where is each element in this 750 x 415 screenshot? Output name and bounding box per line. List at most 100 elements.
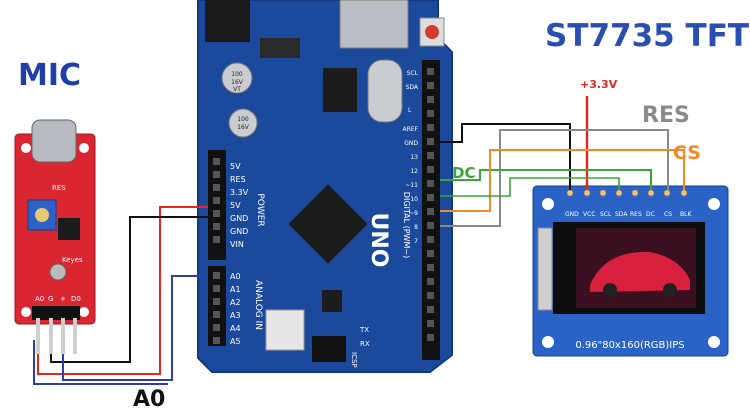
mic-pin-plus [61,318,65,354]
capacitor-2 [228,108,258,138]
analog-title: ANALOG IN [253,280,263,330]
pin-gnd-2: GND [230,227,248,236]
pin-gnd-1: GND [230,214,248,223]
tft-hole-1 [542,198,554,210]
pin-7: 7 [414,238,418,245]
mic-title: MIC [18,58,82,93]
cs-label: CS [673,142,701,164]
tft-caption: 0.96"80x160(RGB)IPS [575,340,684,351]
mount-hole-3 [21,307,31,317]
arduino-uno-board: 100 16V VT 100 16V [197,0,453,373]
reset-button [425,25,439,39]
mic-label-plus: + [60,295,66,303]
tft-pin-scl: SCL [600,211,612,218]
tft-pin-res: RES [630,211,642,218]
tft-hole-3 [542,336,554,348]
dc-label: DC [452,164,476,182]
capacitor-1 [221,62,253,94]
cap1-text-3: VT [233,86,241,93]
icsp-header-1 [265,309,305,351]
mic-module: RES Keyes A0 G + D0 [14,119,96,354]
cap2-text: 100 [237,116,249,123]
tft-pin-sda: SDA [615,211,628,218]
mount-hole-1 [21,143,31,153]
tft-flex-connector [537,227,553,311]
mic-label-a0: A0 [35,295,44,303]
tx-label: TX [359,326,369,334]
mount-hole-4 [79,307,89,317]
res-label: RES [642,103,690,128]
digital-title: DIGITAL (PWM~) [402,192,411,258]
wire-tft-sda [440,177,620,197]
atmega-chip [288,184,368,264]
pin-a1: A1 [230,285,241,294]
pin-sda: SDA [406,84,419,91]
tft-pin-gnd: GND [565,211,579,218]
mic-label-g: G [48,295,53,303]
tft-hole-4 [708,336,720,348]
mic-label-d0: D0 [71,295,81,303]
comparator-chip [58,218,80,240]
pin-a2: A2 [230,298,241,307]
pin-a4: A4 [230,324,241,333]
pin-5v: 5V [230,201,241,210]
barrel-jack [205,0,250,42]
pin-aref: AREF [402,126,418,133]
pin-13: 13 [410,154,418,161]
icsp-header-2 [312,336,346,362]
tft-hole-2 [708,198,720,210]
uno-logo: UNO [366,213,391,268]
pin-3v3: 3.3V [230,188,249,197]
tft-title: ST7735 TFT [545,18,750,54]
pin-5v-top: 5V [230,162,241,171]
pin-8: 8 [414,224,418,231]
mount-hole-2 [79,143,89,153]
wire-tft-dc [440,169,652,190]
pin-gnd-d: GND [404,140,418,147]
usb-connector [339,0,409,49]
pin-11: ~11 [405,182,418,189]
crystal [367,59,403,123]
wire-mic-power [37,206,208,375]
status-led [49,263,67,281]
pin-a0: A0 [230,272,241,281]
car-wheel-1 [603,283,617,297]
regulator [260,38,300,58]
rx-label: RX [360,340,370,348]
car-graphic [590,251,690,292]
cap2-text-2: 16V [237,124,250,131]
wire-a0-marker [33,340,168,385]
pin-a3: A3 [230,311,241,320]
icsp-label: ICSP [350,352,358,368]
pin-res: RES [230,175,246,184]
pot-screw [35,208,49,222]
mic-pin-header [32,306,80,320]
cap1-text: 100 [231,71,243,78]
cap1-text-2: 16V [231,79,244,86]
mic-silk-res: RES [52,184,66,192]
a0-label: A0 [133,387,166,412]
wire-mic-a0 [62,275,208,381]
pin-scl: SCL [407,70,419,77]
tft-pin-blk: BLK [680,211,692,218]
power-title: POWER [255,193,265,226]
small-chip [322,290,342,312]
reset-button-housing [419,17,445,47]
mic-pin-d0 [73,318,77,354]
tft-module: GND VCC SCL SDA RES DC CS BLK 0.96"80x16… [532,185,729,357]
pin-a5: A5 [230,337,241,346]
v33-label: +3.3V [580,78,618,91]
mic-pin-g [49,318,53,354]
pin-12: 12 [410,168,418,175]
microphone [31,119,77,163]
tft-pin-vcc: VCC [583,211,595,218]
analog-header [208,266,226,346]
mic-pin-a0 [36,318,40,354]
pin-vin: VIN [230,240,244,249]
usb-chip [323,68,357,112]
l-led-label: L [408,107,412,114]
power-header [208,150,226,260]
car-wheel-2 [663,283,677,297]
